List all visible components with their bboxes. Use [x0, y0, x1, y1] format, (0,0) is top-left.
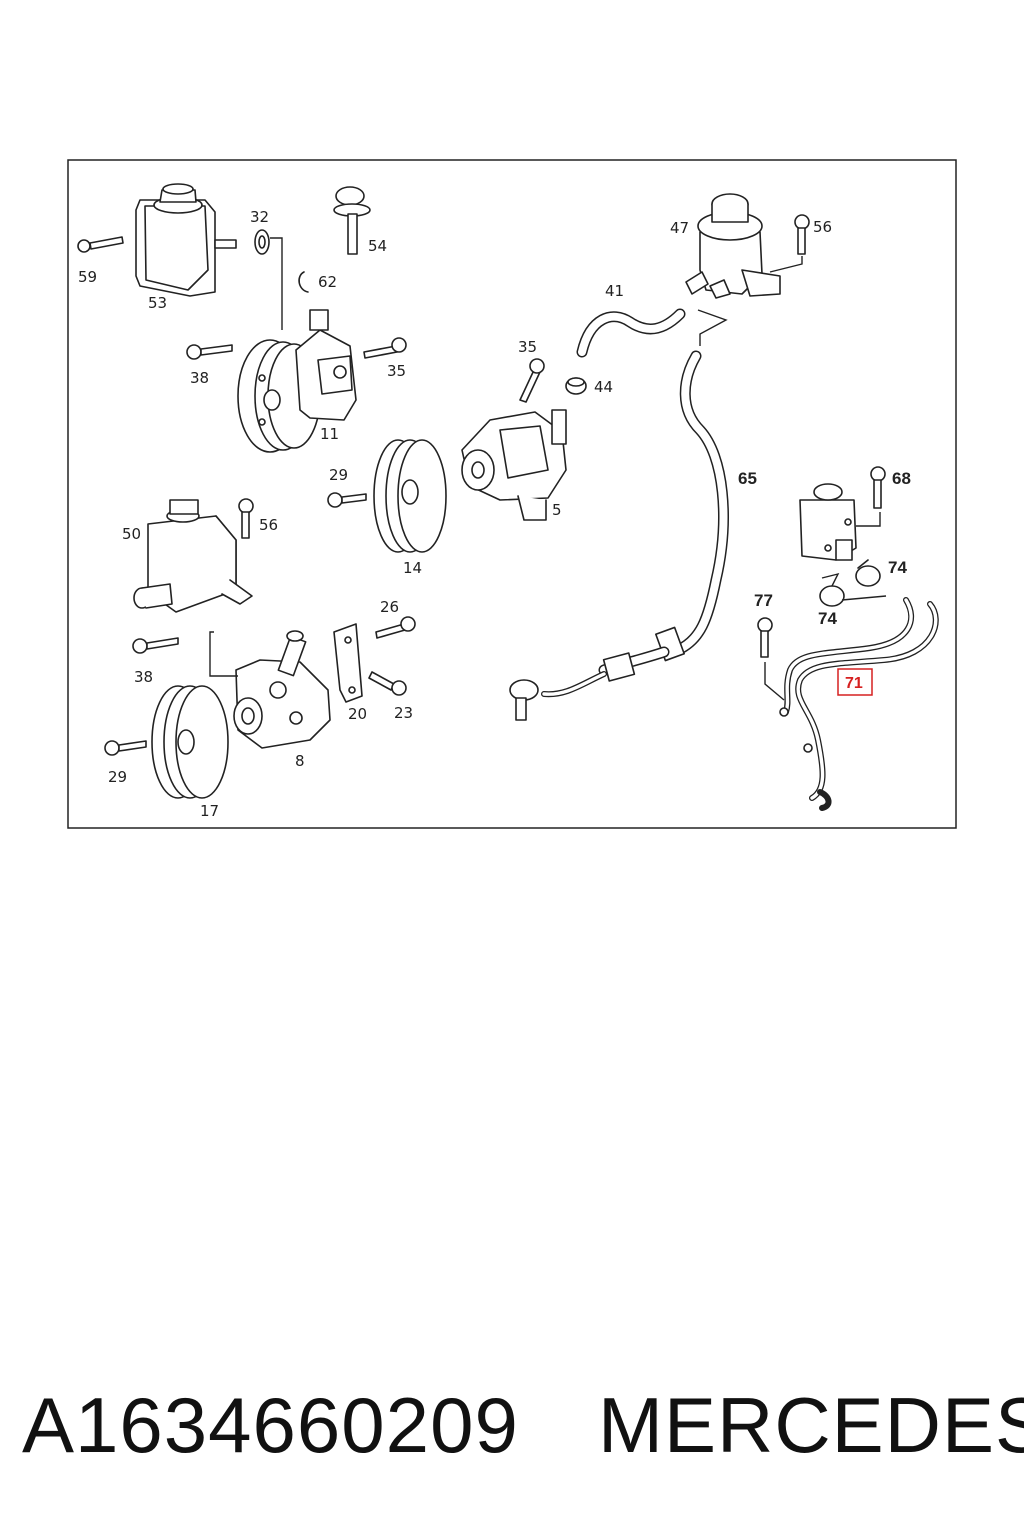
label-11: 11 [320, 425, 339, 443]
label-29-upper: 29 [329, 466, 348, 484]
label-53: 53 [148, 294, 167, 312]
pump-8 [209, 630, 331, 749]
hose-41 [576, 308, 686, 358]
reservoir-50 [133, 499, 253, 613]
label-56-left: 56 [259, 516, 278, 534]
bolt-35-left [363, 337, 407, 359]
label-38-top: 38 [190, 369, 209, 387]
highlight-box-71 [837, 668, 873, 696]
clamp-44 [565, 377, 587, 395]
clip-62 [298, 271, 309, 293]
hose-65 [509, 309, 729, 721]
clamp-74-upper [855, 559, 881, 587]
bolt-23 [368, 671, 407, 696]
reservoir-47 [685, 193, 781, 299]
label-56-top: 56 [813, 218, 832, 236]
seal-32 [254, 229, 283, 330]
bolt-56-top [794, 214, 810, 255]
pump-11 [237, 309, 357, 453]
label-50: 50 [122, 525, 141, 543]
label-68: 68 [892, 469, 911, 488]
label-74-lower: 74 [818, 609, 837, 628]
label-38-lower: 38 [134, 668, 153, 686]
label-23: 23 [394, 704, 413, 722]
bolt-29-lower [104, 740, 147, 756]
label-26: 26 [380, 598, 399, 616]
label-44: 44 [594, 378, 613, 396]
footer: A1634660209 MERCEDES [0, 1370, 1024, 1480]
label-5: 5 [552, 501, 562, 519]
label-14: 14 [403, 559, 422, 577]
label-17: 17 [200, 802, 219, 820]
label-29-lower: 29 [108, 768, 127, 786]
screw-54 [333, 186, 371, 255]
label-59: 59 [78, 268, 97, 286]
label-71-highlighted: 71 [845, 675, 863, 692]
hose-line-71 [779, 595, 939, 811]
label-54: 54 [368, 237, 387, 255]
pulley-17 [151, 685, 229, 799]
bolt-26 [375, 616, 416, 639]
bolt-29-upper [327, 492, 367, 508]
bolt-38-top [186, 344, 233, 360]
bolt-35-right [519, 358, 545, 403]
bolt-56-left [238, 498, 254, 539]
label-8: 8 [295, 752, 305, 770]
label-74-upper: 74 [888, 558, 907, 577]
clamp-74-lower [819, 572, 845, 607]
label-41: 41 [605, 282, 624, 300]
reservoir-68 [799, 483, 857, 561]
label-35-left: 35 [387, 362, 406, 380]
pulley-14 [373, 439, 447, 553]
bolt-77 [757, 617, 785, 701]
pump-5 [461, 409, 567, 521]
label-32: 32 [250, 208, 269, 226]
label-65: 65 [738, 469, 757, 488]
part-number: A1634660209 [22, 1381, 519, 1469]
label-35-right: 35 [518, 338, 537, 356]
bracket-20 [333, 623, 363, 703]
bolt-38-lower [132, 637, 179, 654]
brand-name: MERCEDES [598, 1381, 1024, 1469]
label-47: 47 [670, 219, 689, 237]
bolt-59 [77, 236, 124, 253]
bolt-68 [856, 466, 886, 527]
label-20: 20 [348, 705, 367, 723]
label-62: 62 [318, 273, 337, 291]
label-77: 77 [754, 591, 773, 610]
leader-47-bracket [769, 256, 803, 273]
parts-diagram: 59 53 32 54 62 38 35 11 35 44 5 41 47 56… [67, 159, 957, 829]
reservoir-53 [135, 183, 237, 297]
